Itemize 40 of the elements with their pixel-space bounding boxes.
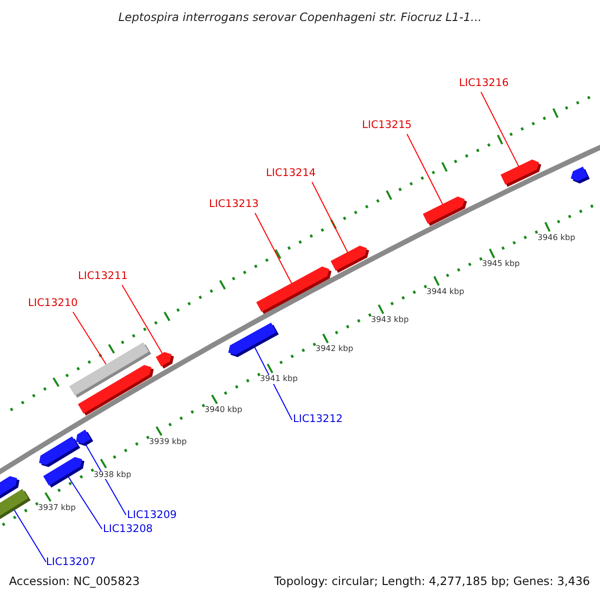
gene-bar: [76, 430, 94, 446]
leader-line: [312, 182, 348, 253]
gene-bar: [570, 166, 590, 184]
scale-label: 3944 kbp: [426, 288, 464, 297]
leader-line: [480, 92, 520, 167]
scale-label: 3945 kbp: [482, 260, 520, 270]
gene-label: LIC13212: [293, 414, 343, 426]
gene-label: LIC13208: [103, 524, 153, 536]
gene-label: LIC13213: [209, 199, 259, 211]
gene-bar: [500, 160, 542, 187]
chart-title: Leptospira interrogans serovar Copenhageni str. Fiocruz L1-1...: [117, 11, 483, 24]
leader-line: [406, 134, 444, 205]
gene-bar: [256, 266, 332, 314]
scale-label: 3941 kbp: [260, 375, 298, 384]
gene-label: LIC13211: [78, 271, 128, 283]
scale-label: 3943 kbp: [371, 316, 409, 326]
gene-bar: [43, 457, 84, 488]
gene-label: LIC13207: [46, 557, 96, 569]
gene-bar: [78, 364, 154, 416]
gene-label: LIC13216: [459, 78, 509, 90]
leader-line: [122, 284, 163, 354]
gene-bar: [330, 246, 370, 273]
genome-info-text: Topology: circular; Length: 4,277,185 bp; Genes: 3,436: [274, 575, 590, 588]
gene-label: LIC13210: [28, 298, 78, 310]
gene-label: LIC13209: [127, 510, 177, 522]
scale-label: 3946 kbp: [538, 234, 576, 243]
gene-bar: [422, 196, 467, 226]
scale-label: 3938 kbp: [94, 470, 132, 480]
gene-bar: [0, 488, 31, 520]
scale-label: 3940 kbp: [204, 406, 242, 416]
gene-bar: [228, 322, 279, 358]
scale-label: 3937 kbp: [38, 504, 76, 513]
accession-text: Accession: NC_005823: [9, 575, 140, 588]
leader-line: [72, 312, 107, 365]
gene-bar: [156, 352, 174, 369]
scale-label: 3942 kbp: [316, 345, 354, 354]
gene-label: LIC13215: [362, 120, 412, 132]
scale-label: 3939 kbp: [149, 438, 187, 447]
gene-label: LIC13214: [266, 168, 316, 180]
leader-line: [254, 212, 292, 284]
